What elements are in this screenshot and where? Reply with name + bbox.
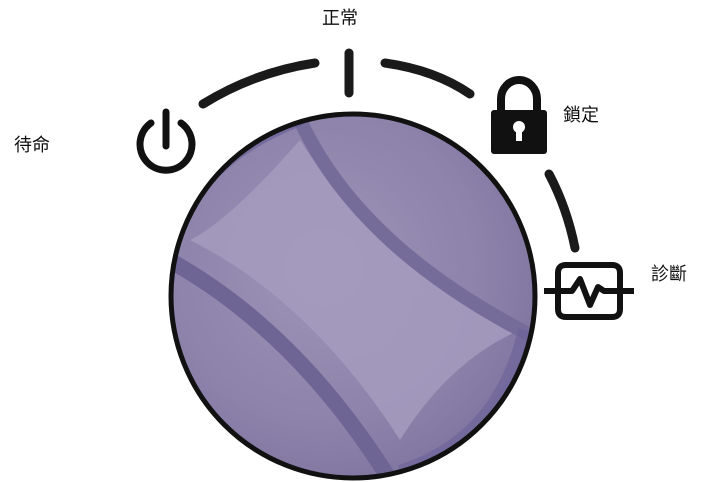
dial-arc-lower-right [544, 169, 580, 253]
lock-label: 鎖定 [563, 105, 599, 126]
lock-icon [491, 76, 547, 154]
dial-arc-left [198, 58, 320, 109]
diagnostic-waveform-icon [544, 262, 634, 320]
dial-knob[interactable] [150, 111, 540, 481]
normal-label: 正常 [322, 8, 358, 29]
dial-arc-right [380, 58, 475, 99]
standby-label: 待命 [14, 135, 50, 156]
power-icon [136, 108, 196, 174]
diagnostic-label: 診斷 [651, 264, 687, 285]
